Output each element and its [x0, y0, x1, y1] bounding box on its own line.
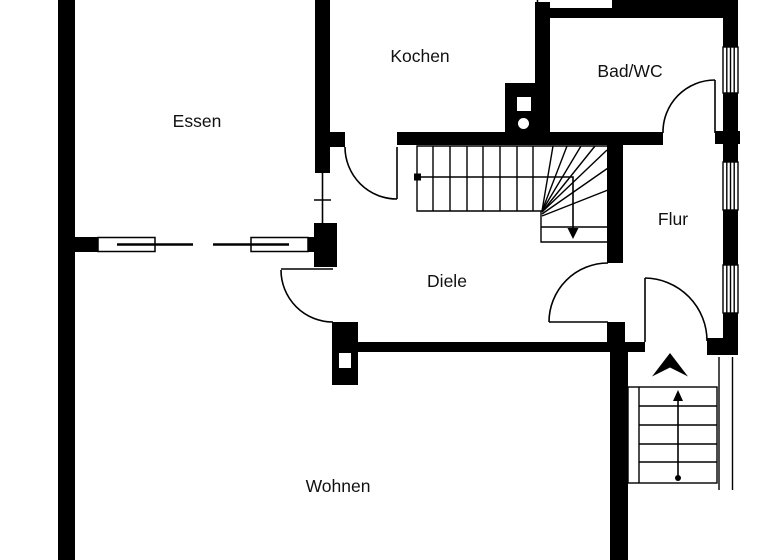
room-label-kochen: Kochen [390, 46, 449, 66]
window-badwc-icon [722, 46, 739, 94]
stair-outline [416, 145, 609, 243]
door-badwc-icon [662, 79, 716, 134]
wall-right-segment-a [723, 0, 738, 47]
opening-essen-diele-icon [314, 173, 331, 223]
wall-top-thin [535, 8, 612, 18]
door-entrance-icon [644, 277, 708, 342]
wall-diele-flur [607, 132, 623, 263]
entrance-arrow-icon [652, 353, 688, 377]
exterior-stair-arrow-up [673, 390, 683, 481]
wall-right-segment-b [723, 93, 738, 162]
wall-stair-top [397, 132, 663, 145]
room-label-flur: Flur [658, 209, 688, 229]
wall-flur-door-jamb [607, 322, 625, 342]
window-flur-upper-icon [722, 161, 739, 211]
wall-right-segment-c [723, 210, 738, 265]
exterior-stair-outline [627, 386, 718, 484]
wall-left-exterior [58, 0, 75, 560]
stair-treads-winder [541, 145, 609, 217]
wall-stub-sliding-left [58, 237, 98, 252]
room-label-wohnen: Wohnen [306, 476, 371, 496]
wall-entrance-right-block [707, 338, 738, 355]
wall-block-above-diele-door [314, 223, 337, 267]
interior-staircase [414, 145, 609, 243]
door-wohnen-diele-icon [280, 268, 334, 323]
chimney-round-flue-icon [518, 118, 529, 129]
stair-direction-arrow-down [414, 173, 579, 239]
wall-essen-kochen [315, 0, 330, 173]
stair-treads-straight [432, 146, 534, 211]
pillar-pocket [339, 353, 351, 368]
room-label-diele: Diele [427, 271, 467, 291]
chimney-square-flue-icon [517, 97, 531, 111]
windows [722, 46, 739, 314]
room-label-badwc: Bad/WC [597, 61, 662, 81]
wall-stub-kochen-door [330, 132, 345, 147]
wall-stub-sliding-right [306, 237, 320, 252]
doors [280, 79, 716, 342]
wall-wohnen-right [610, 342, 628, 560]
room-label-essen: Essen [173, 111, 222, 131]
sliding-doors [97, 236, 309, 253]
exterior-stairs [627, 353, 734, 490]
door-kochen-diele-icon [344, 146, 398, 200]
room-labels: Essen Kochen Bad/WC Flur Diele Wohnen [173, 46, 689, 496]
wall-top-thick [612, 0, 723, 18]
wall-diele-wohnen [352, 342, 645, 352]
walls [58, 0, 740, 560]
chimney-flues [339, 97, 531, 368]
door-diele-flur-icon [548, 262, 609, 323]
window-flur-lower-icon [722, 264, 739, 314]
